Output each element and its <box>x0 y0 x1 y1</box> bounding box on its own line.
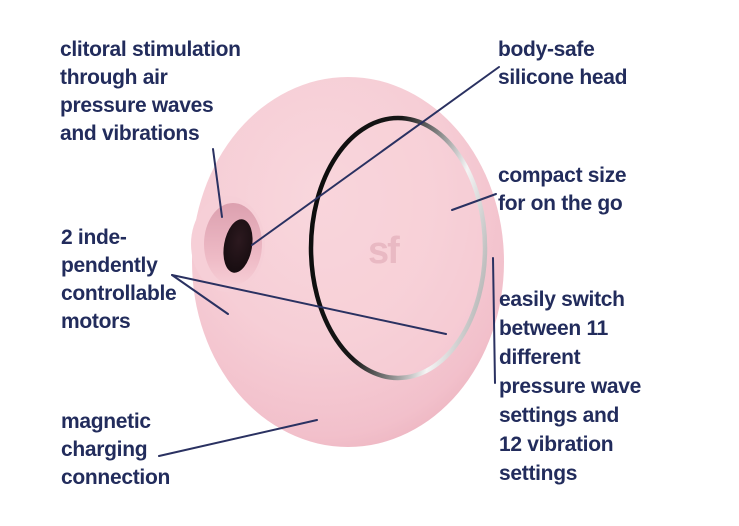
callout-line-independent-motors-lower <box>171 274 447 335</box>
callout-label-easily-switch: easily switch between 11 different press… <box>499 288 642 485</box>
callout-line-body-safe-head <box>251 66 500 246</box>
nozzle-opening <box>223 219 253 273</box>
air-pulse-nozzle <box>191 196 265 292</box>
sf-logo: sf <box>368 230 400 272</box>
metallic-ring <box>308 115 488 381</box>
callout-line-easily-switch <box>492 257 496 384</box>
callout-line-clitoral-stimulation <box>212 148 223 218</box>
callout-label-body-safe-head: body-safe silicone head <box>498 38 628 89</box>
callout-line-magnetic-charging <box>158 419 318 457</box>
device-body <box>192 77 504 447</box>
callout-label-independent-motors: 2 inde- pendently controllable motors <box>61 226 177 333</box>
callout-label-compact-size: compact size for on the go <box>498 164 627 215</box>
callout-line-compact-size <box>451 193 497 211</box>
callout-label-clitoral-stimulation: clitoral stimulation through air pressur… <box>60 38 241 145</box>
callout-label-magnetic-charging: magnetic charging connection <box>61 410 171 489</box>
callout-line-independent-motors-upper <box>171 274 229 315</box>
